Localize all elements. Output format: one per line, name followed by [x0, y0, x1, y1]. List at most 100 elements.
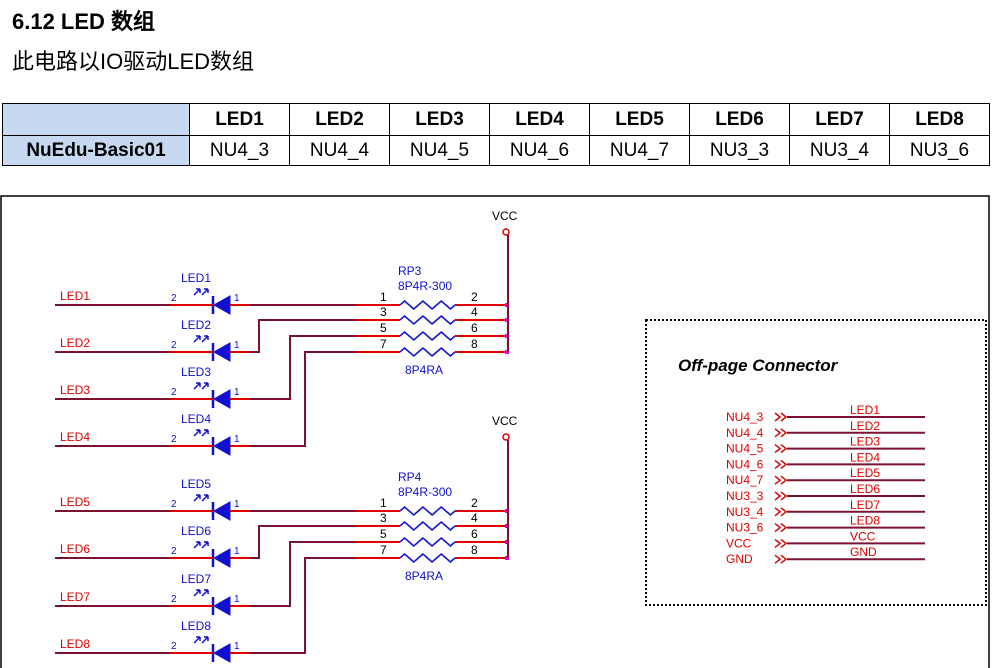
led-pin-number: 2	[171, 499, 177, 510]
led-pin-number: 2	[171, 546, 177, 557]
led-arrow	[193, 382, 201, 390]
table-header-cell: LED3	[389, 103, 490, 136]
led-label: LED7	[181, 572, 211, 586]
led-arrow	[201, 636, 209, 644]
led-triangle	[212, 295, 231, 315]
table-header-row: LED1 LED2 LED3 LED4 LED5 LED6 LED7 LED8	[2, 103, 990, 136]
led-pin-number: 2	[171, 340, 177, 351]
led-symbol: 2 1 LED5	[171, 477, 250, 521]
connector-input-label: GND	[726, 552, 753, 566]
connector-input-label: NU4_3	[726, 410, 764, 424]
table-header-cell: LED5	[589, 103, 690, 136]
led-arrow	[193, 335, 201, 343]
table-cell: NU4_7	[589, 135, 690, 166]
led-arrow	[193, 589, 201, 597]
connector-arrow	[774, 475, 788, 485]
connector-input-label: NU3_6	[726, 521, 764, 535]
led-pin-number: 1	[234, 594, 240, 605]
connector-input-label: NU4_7	[726, 473, 764, 487]
rp-pin-number: 6	[471, 527, 478, 541]
section-subtitle: 此电路以IO驱动LED数组	[12, 49, 255, 74]
led-label: LED2	[181, 318, 211, 332]
led-triangle	[212, 501, 231, 521]
led-label: LED1	[181, 271, 211, 285]
rp-value: 8P4R-300	[398, 279, 452, 293]
led-pin-number: 1	[234, 434, 240, 445]
net-wire	[250, 319, 360, 353]
led-arrow	[193, 429, 201, 437]
connector-output-label: LED7	[850, 498, 880, 512]
led-triangle	[212, 389, 231, 409]
led-triangle	[212, 436, 231, 456]
table-header-cell: LED2	[289, 103, 390, 136]
rp-pin-number: 8	[471, 337, 478, 351]
connector-output-label: LED3	[850, 435, 880, 449]
rp-pin-number: 5	[380, 321, 387, 335]
led-pin-number: 1	[234, 499, 240, 510]
led-arrow	[201, 494, 209, 502]
connector-arrow	[774, 444, 788, 454]
led-arrow	[193, 636, 201, 644]
connector-input-label: NU4_6	[726, 457, 764, 471]
led-triangle	[212, 342, 231, 362]
rp-pin-number: 1	[380, 496, 387, 510]
led-pin-number: 2	[171, 293, 177, 304]
rp-footprint: 8P4RA	[405, 363, 443, 377]
table-header-cell: LED7	[789, 103, 890, 136]
table-header-cell: LED6	[689, 103, 790, 136]
connector-output-label: VCC	[850, 529, 876, 543]
led-pin-number: 1	[234, 340, 240, 351]
connector-input-label: VCC	[726, 536, 752, 550]
table-row: NuEdu-Basic01 NU4_3 NU4_4 NU4_5 NU4_6 NU…	[2, 135, 990, 166]
rp-pin-number: 5	[380, 527, 387, 541]
connector-output-label: LED1	[850, 403, 880, 417]
connector-input-label: NU3_4	[726, 505, 764, 519]
section-title: 6.12 LED 数组	[12, 9, 156, 34]
table-cell: NU4_6	[489, 135, 590, 166]
connector-arrow	[774, 523, 788, 533]
connector-output-label: LED4	[850, 450, 880, 464]
led-pin-number: 2	[171, 387, 177, 398]
led-arrow	[201, 541, 209, 549]
vcc-terminal	[502, 433, 510, 441]
connector-output-label: LED5	[850, 466, 880, 480]
rp-footprint: 8P4RA	[405, 569, 443, 583]
rp-pin-number: 7	[380, 543, 387, 557]
net-label: LED6	[60, 542, 90, 556]
resistor-zigzag	[399, 300, 456, 310]
schematic-frame	[0, 195, 990, 668]
led-arrow	[201, 589, 209, 597]
connector-input-label: NU4_5	[726, 442, 764, 456]
connector-arrow	[774, 459, 788, 469]
led-label: LED3	[181, 365, 211, 379]
table-row-label: NuEdu-Basic01	[2, 135, 190, 166]
led-triangle	[212, 643, 231, 663]
vcc-label: VCC	[492, 209, 518, 223]
net-wire	[250, 351, 360, 447]
net-label: LED4	[60, 430, 90, 444]
resistor-zigzag	[399, 315, 456, 325]
led-arrow	[201, 429, 209, 437]
led-pin-map-table: LED1 LED2 LED3 LED4 LED5 LED6 LED7 LED8 …	[2, 103, 990, 166]
rp-ref: RP4	[398, 470, 422, 484]
net-label: LED1	[60, 289, 90, 303]
led-arrow	[201, 382, 209, 390]
table-cell: NU3_3	[689, 135, 790, 166]
led-label: LED5	[181, 477, 211, 491]
connector-output-label: LED6	[850, 482, 880, 496]
table-cell: NU3_6	[889, 135, 990, 166]
led-label: LED6	[181, 524, 211, 538]
connector-arrow	[774, 428, 788, 438]
led-pin-number: 1	[234, 641, 240, 652]
rp-pin-number: 8	[471, 543, 478, 557]
table-header-cell: LED4	[489, 103, 590, 136]
led-triangle	[212, 548, 231, 568]
rp-pin-number: 3	[380, 511, 387, 525]
